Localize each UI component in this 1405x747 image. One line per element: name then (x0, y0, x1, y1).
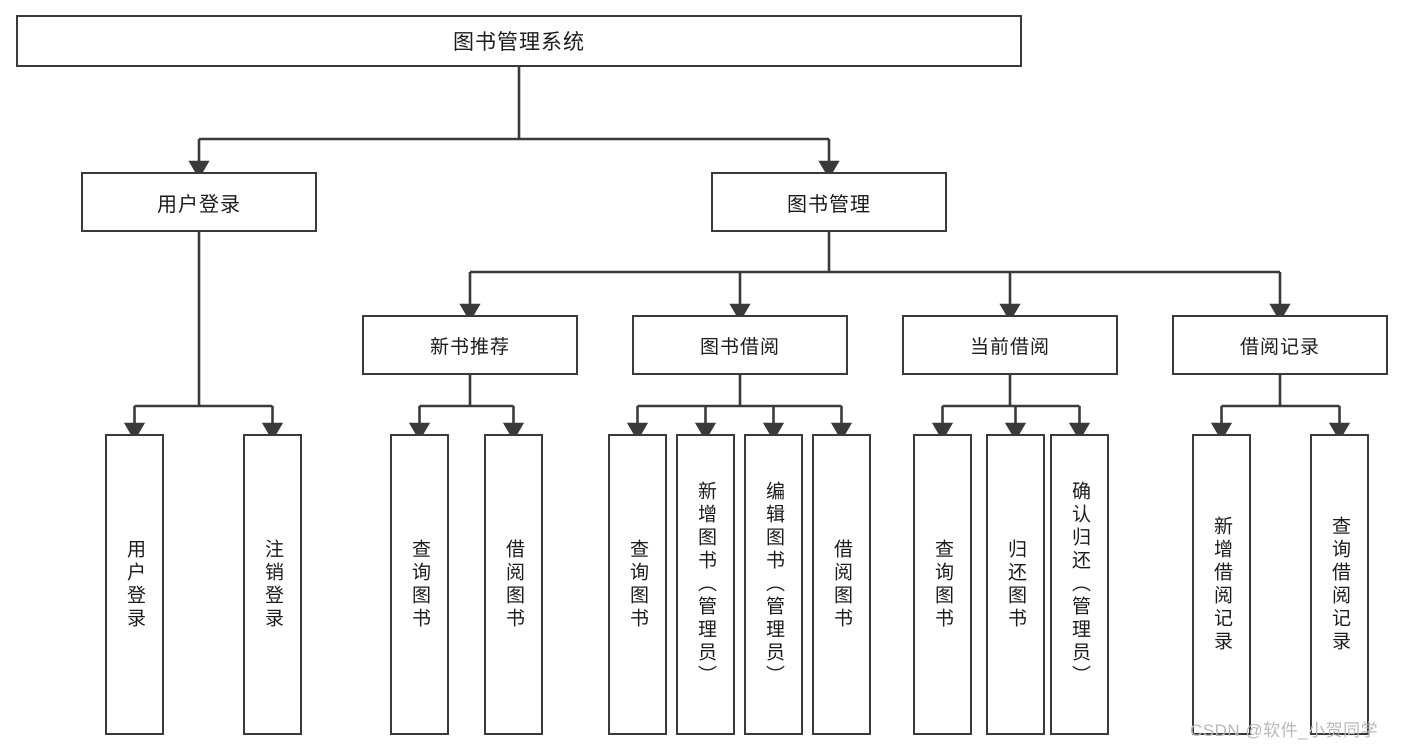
node-user-login[interactable]: 用户登录 (81, 172, 317, 232)
leaf-query-book-borrow-label: 查询图书 (627, 538, 648, 631)
leaf-edit-book-admin[interactable]: 编辑图书（管理员） (744, 434, 803, 735)
leaf-confirm-return-admin-label: 确认归还（管理员） (1069, 481, 1090, 688)
leaf-query-book-borrow[interactable]: 查询图书 (608, 434, 667, 735)
leaf-borrow-book-label: 借阅图书 (831, 538, 852, 631)
node-book-management[interactable]: 图书管理 (711, 172, 947, 232)
node-new-book-recommend[interactable]: 新书推荐 (362, 315, 578, 375)
csdn-watermark: CSDN @软件_小贺同学 (1190, 721, 1379, 740)
node-borrow-record-label: 借阅记录 (1239, 336, 1320, 358)
leaf-add-book-admin[interactable]: 新增图书（管理员） (676, 434, 735, 735)
node-book-borrow[interactable]: 图书借阅 (632, 315, 848, 375)
leaf-query-book-recommend[interactable]: 查询图书 (390, 434, 449, 735)
node-book-borrow-label: 图书借阅 (699, 336, 780, 358)
leaf-add-borrow-record[interactable]: 新增借阅记录 (1192, 434, 1251, 735)
leaf-edit-book-admin-label: 编辑图书（管理员） (763, 481, 784, 688)
node-book-management-label: 图书管理 (787, 193, 871, 216)
leaf-add-book-admin-label: 新增图书（管理员） (695, 481, 716, 688)
leaf-user-login-label: 用户登录 (124, 538, 145, 631)
leaf-query-borrow-record[interactable]: 查询借阅记录 (1310, 434, 1369, 735)
node-current-borrow-label: 当前借阅 (969, 336, 1050, 358)
leaf-borrow-book-recommend-label: 借阅图书 (503, 538, 524, 631)
leaf-query-book-recommend-label: 查询图书 (409, 538, 430, 631)
node-current-borrow[interactable]: 当前借阅 (902, 315, 1118, 375)
leaf-query-book-current[interactable]: 查询图书 (913, 434, 972, 735)
leaf-query-borrow-record-label: 查询借阅记录 (1329, 515, 1350, 654)
leaf-return-book-label: 归还图书 (1005, 538, 1026, 631)
leaf-add-borrow-record-label: 新增借阅记录 (1211, 515, 1232, 654)
node-new-book-recommend-label: 新书推荐 (429, 336, 510, 358)
leaf-borrow-book-recommend[interactable]: 借阅图书 (484, 434, 543, 735)
node-borrow-record[interactable]: 借阅记录 (1172, 315, 1388, 375)
node-root[interactable]: 图书管理系统 (16, 15, 1022, 67)
leaf-logout[interactable]: 注销登录 (243, 434, 302, 735)
leaf-user-login[interactable]: 用户登录 (105, 434, 164, 735)
leaf-borrow-book[interactable]: 借阅图书 (812, 434, 871, 735)
leaf-logout-label: 注销登录 (262, 538, 283, 631)
leaf-return-book[interactable]: 归还图书 (986, 434, 1045, 735)
node-root-label: 图书管理系统 (453, 31, 585, 54)
node-user-login-label: 用户登录 (157, 193, 241, 216)
leaf-confirm-return-admin[interactable]: 确认归还（管理员） (1050, 434, 1109, 735)
leaf-query-book-current-label: 查询图书 (932, 538, 953, 631)
